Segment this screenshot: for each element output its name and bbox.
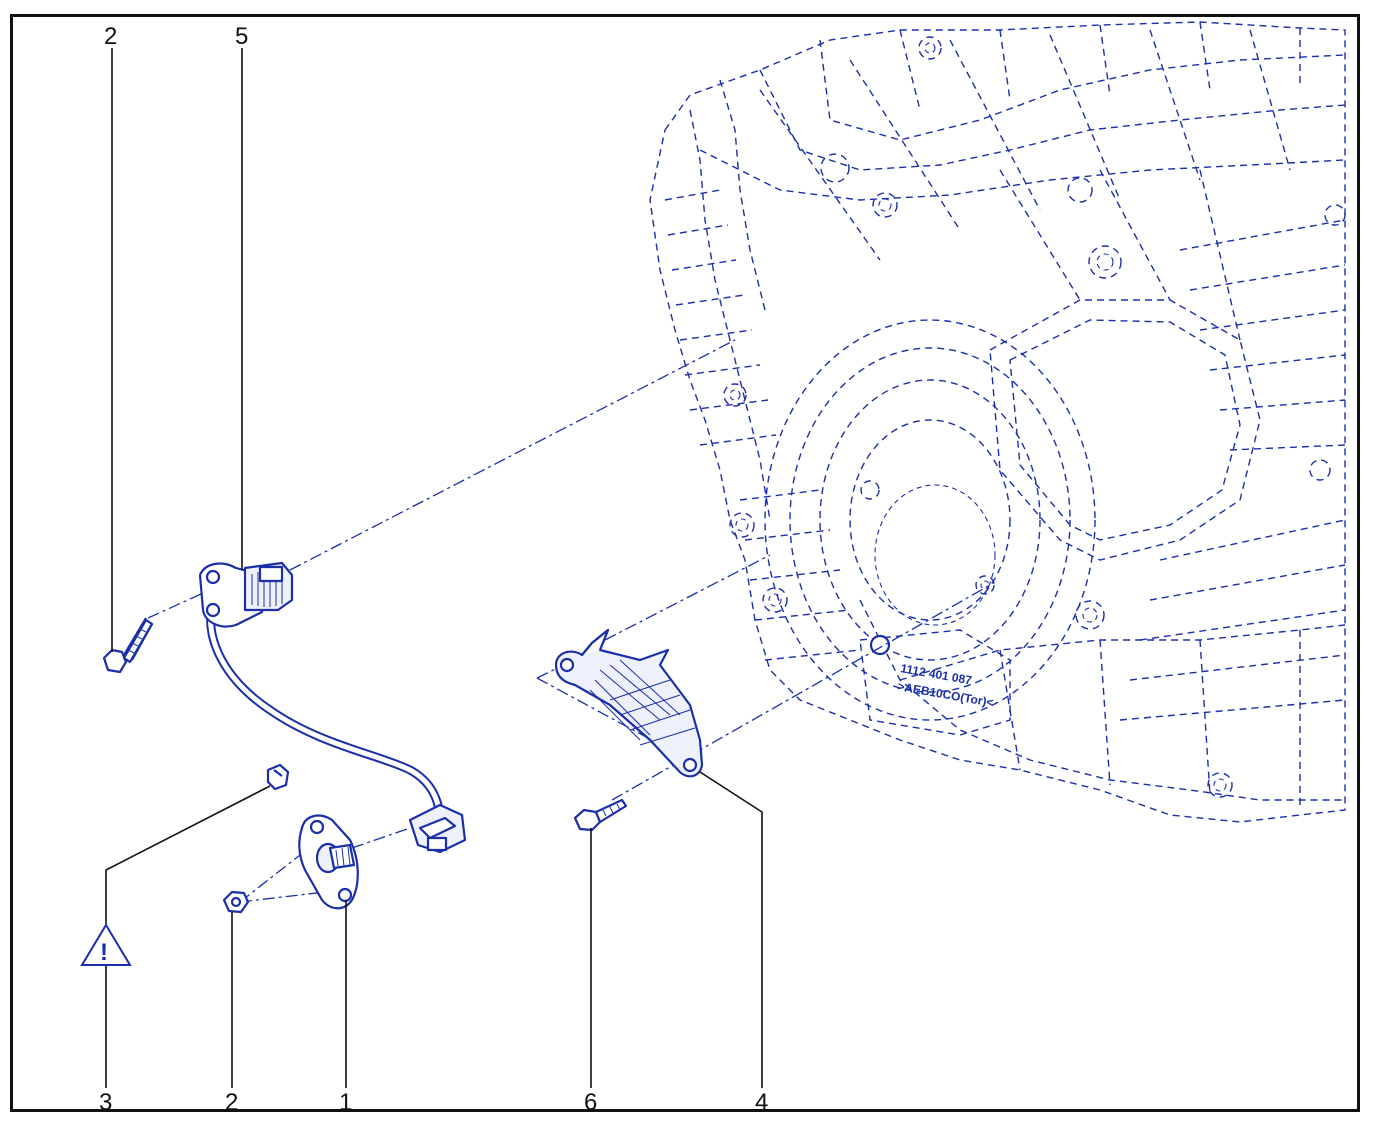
bolt-lower bbox=[573, 798, 628, 832]
callout-6: 6 bbox=[584, 1089, 597, 1116]
callout-2-bottom: 2 bbox=[225, 1089, 238, 1116]
speed-sensor-harness bbox=[198, 561, 467, 854]
assembly-lines bbox=[147, 339, 991, 903]
bolt-upper bbox=[102, 617, 154, 674]
callout-3: 3 bbox=[99, 1089, 112, 1116]
sensor-flange-part bbox=[298, 814, 359, 910]
callout-5: 5 bbox=[235, 23, 248, 50]
clip-part bbox=[266, 763, 290, 791]
heat-shield-part bbox=[554, 628, 704, 778]
diagram-frame bbox=[10, 14, 1360, 1112]
housing-stamp-line2: >AEB10CO(Tor)< bbox=[896, 679, 994, 710]
callout-2-top: 2 bbox=[104, 23, 117, 50]
nut-part bbox=[222, 890, 250, 914]
callout-4: 4 bbox=[755, 1089, 768, 1116]
callout-1: 1 bbox=[339, 1089, 352, 1116]
transmission-housing bbox=[649, 21, 1346, 823]
warning-triangle-icon bbox=[80, 923, 132, 966]
warning-symbol-text: ! bbox=[100, 939, 108, 966]
leader-lines bbox=[105, 48, 763, 1088]
